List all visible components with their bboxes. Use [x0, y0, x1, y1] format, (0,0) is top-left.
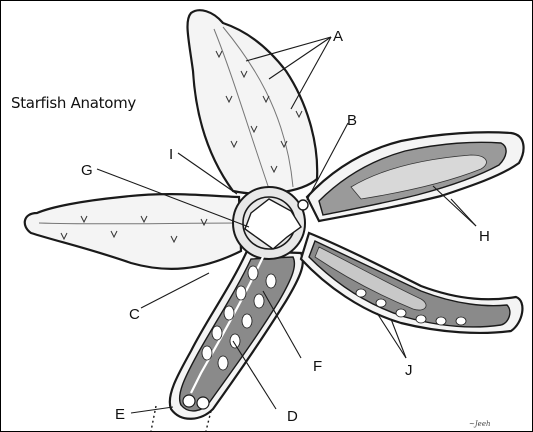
- label-j: J: [405, 362, 413, 379]
- label-b: B: [347, 112, 357, 129]
- madreporite: [298, 200, 308, 210]
- artist-signature: ~Jeeh: [469, 420, 490, 428]
- label-g: G: [81, 162, 93, 179]
- arm-top: [187, 10, 317, 193]
- label-f: F: [313, 358, 322, 375]
- arm-left: [25, 194, 241, 269]
- label-h: H: [479, 228, 490, 245]
- label-a: A: [333, 28, 343, 45]
- label-i: I: [169, 146, 173, 163]
- label-d: D: [287, 408, 298, 425]
- eye-spot-inner: [197, 397, 209, 409]
- eye-spot: [183, 395, 195, 407]
- label-c: C: [129, 306, 140, 323]
- label-e: E: [115, 406, 125, 423]
